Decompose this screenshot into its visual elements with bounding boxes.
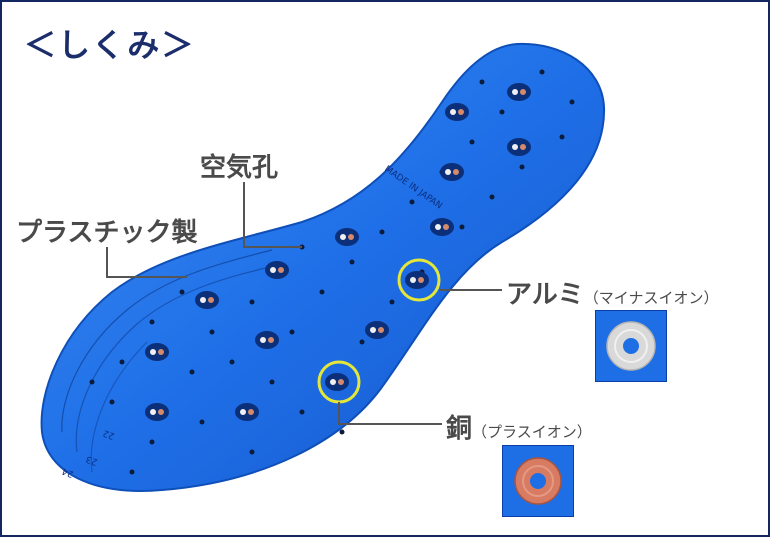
ion-pocket [430, 218, 454, 236]
insole-rim-line [90, 341, 148, 473]
ion-pocket [255, 331, 279, 349]
air-hole [559, 134, 565, 140]
insole-rim-line [61, 249, 273, 433]
air-hole [149, 319, 155, 325]
aluminum-disc-thumbnail [595, 310, 667, 382]
air-hole [459, 224, 465, 230]
plastic-label: プラスチック製 [16, 218, 198, 248]
air-hole [519, 164, 525, 170]
air-hole [109, 399, 115, 405]
air-hole [539, 69, 545, 75]
air-hole [249, 299, 255, 305]
page-title: ＜しくみ＞ [24, 26, 196, 64]
ion-pocket [365, 321, 389, 339]
ion-pocket-group [145, 83, 531, 421]
ion-pocket [265, 261, 289, 279]
aluminum-note: （マイナスイオン） [583, 289, 719, 307]
ion-pocket [405, 271, 429, 289]
air-hole [199, 419, 205, 425]
size-mark: 22 [102, 427, 116, 440]
air-hole [229, 359, 235, 365]
air-hole [569, 99, 575, 105]
air-hole [249, 449, 255, 455]
air-hole-label: 空気孔 [200, 153, 279, 183]
air-hole [359, 339, 365, 345]
insole-rim-line [75, 263, 283, 453]
air-hole-group [89, 69, 575, 475]
air-hole [489, 194, 495, 200]
air-hole [289, 329, 295, 335]
air-hole [179, 289, 185, 295]
air-hole-leader [243, 182, 302, 248]
aluminum-disc-icon [606, 321, 656, 371]
size-mark: 23 [85, 453, 99, 466]
air-hole [149, 439, 155, 445]
ion-pocket [507, 138, 531, 156]
air-hole [479, 79, 485, 85]
air-hole [209, 329, 215, 335]
aluminum-name: アルミ [506, 280, 584, 310]
air-hole [379, 229, 385, 235]
air-hole [349, 259, 355, 265]
copper-label: 銅（プラスイオン） [446, 408, 592, 445]
air-hole [269, 379, 275, 385]
size-mark: 24 [61, 465, 75, 478]
copper-note: （プラスイオン） [472, 423, 592, 441]
aluminum-highlight-ring [397, 258, 441, 302]
air-hole [189, 369, 195, 375]
ion-pocket [325, 373, 349, 391]
ion-pocket [445, 103, 469, 121]
air-hole [319, 289, 325, 295]
ion-pocket [335, 228, 359, 246]
ion-pocket [507, 83, 531, 101]
ion-pocket [145, 403, 169, 421]
air-hole [339, 429, 345, 435]
air-hole [299, 409, 305, 415]
air-hole [119, 359, 125, 365]
aluminum-label: アルミ（マイナスイオン） [506, 274, 718, 311]
air-hole [89, 379, 95, 385]
ion-pocket [145, 343, 169, 361]
air-hole [129, 469, 135, 475]
air-hole [389, 299, 395, 305]
ion-pocket [235, 403, 259, 421]
air-hole [499, 109, 505, 115]
plastic-leader [106, 247, 187, 278]
ion-pocket [195, 291, 219, 309]
copper-disc-icon [514, 457, 562, 505]
air-hole [409, 199, 415, 205]
air-hole [469, 139, 475, 145]
copper-leader [338, 402, 442, 425]
ion-pocket [440, 163, 464, 181]
insole-body [40, 42, 606, 492]
copper-disc-thumbnail [502, 445, 574, 517]
copper-name: 銅 [446, 414, 473, 444]
